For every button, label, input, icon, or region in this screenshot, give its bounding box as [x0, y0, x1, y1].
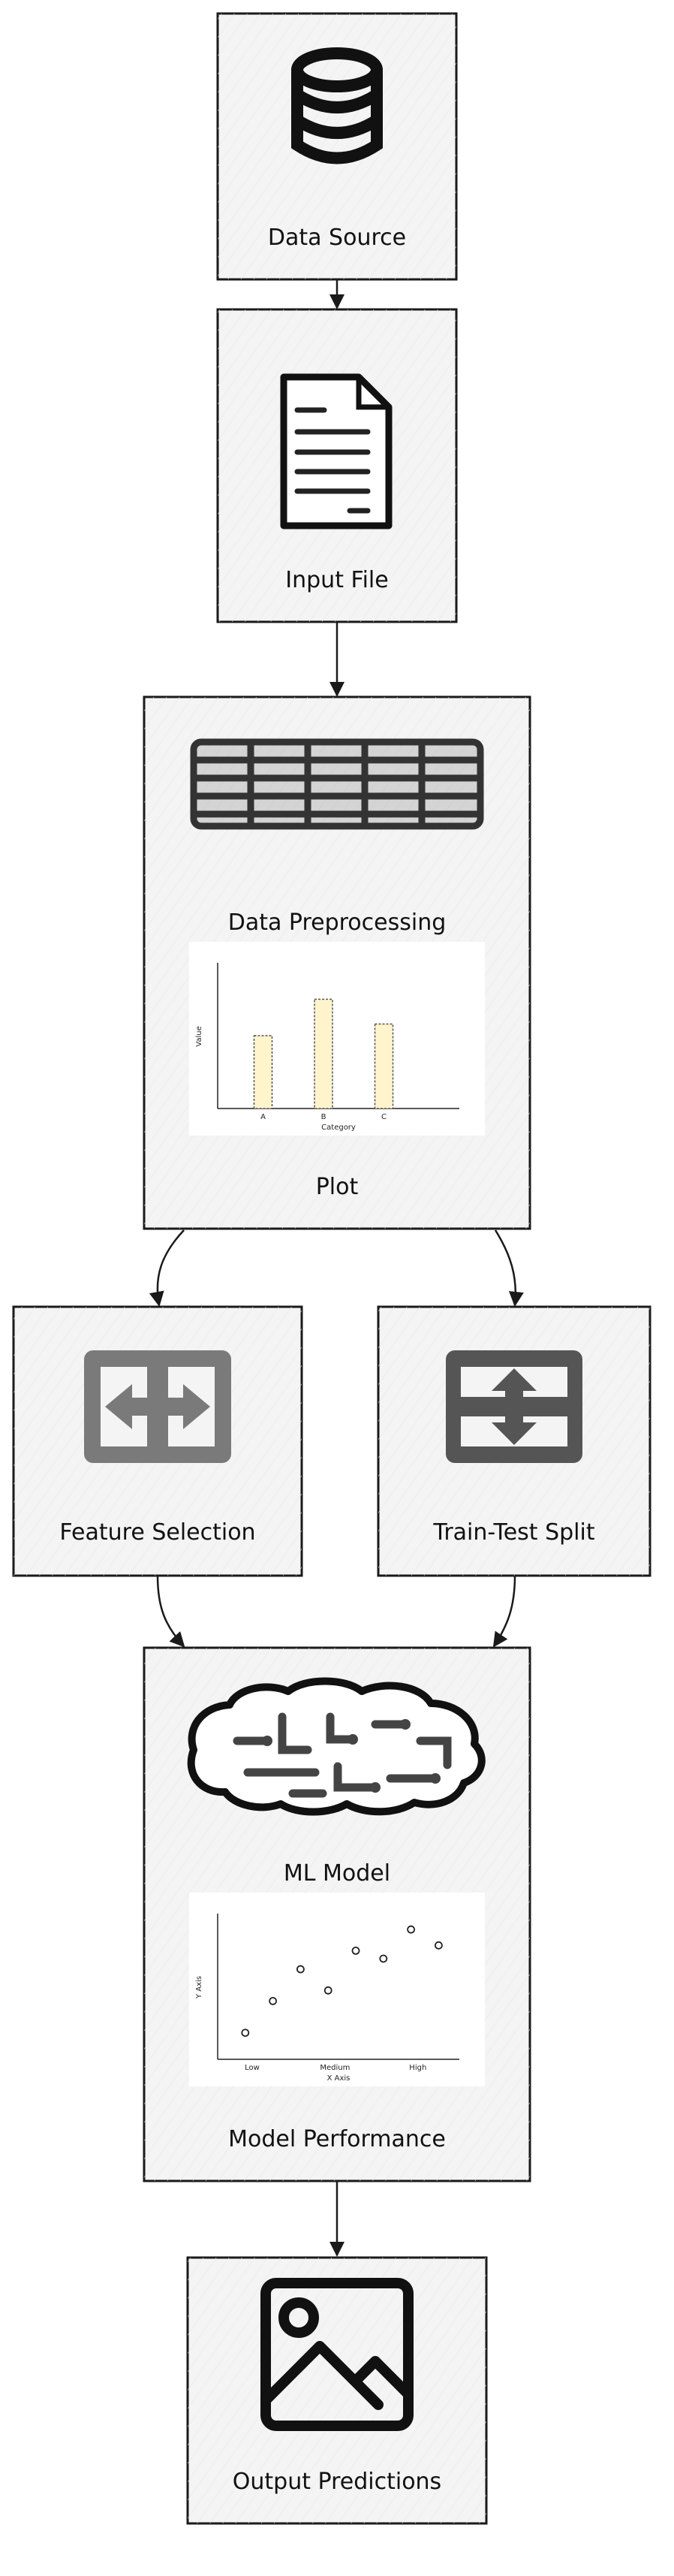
- node-label-ml-model: ML Model: [284, 1860, 390, 1887]
- node-output-predictions[interactable]: Output Predictions: [186, 2256, 488, 2525]
- document-icon: [280, 373, 393, 529]
- edge-feature-to-model: [156, 1575, 185, 1648]
- node-label-feature-selection: Feature Selection: [59, 1519, 255, 1546]
- bar-A: [253, 1035, 273, 1109]
- node-label-data-source: Data Source: [268, 225, 406, 251]
- node-ml-model[interactable]: ML Model Low Medium High Y Axis X Axis Mod…: [143, 1646, 531, 2182]
- edge-preprocessing-to-feature: [149, 1229, 185, 1307]
- scatter-tick-high: High: [409, 2064, 426, 2072]
- scatter-tick-medium: Medium: [320, 2064, 350, 2072]
- node-train-test-split[interactable]: Train-Test Split: [377, 1305, 651, 1577]
- scatter-point-4: [351, 1946, 360, 1955]
- scatter-chart-ylabel: Y Axis: [195, 1976, 203, 1999]
- image-icon: [260, 2278, 414, 2431]
- scatter-tick-low: Low: [245, 2064, 260, 2072]
- scatter-point-0: [241, 2029, 250, 2038]
- bar-chart-ylabel: Value: [195, 1026, 203, 1046]
- bar-chart-xlabel: Category: [321, 1124, 356, 1132]
- bar-tick-A: A: [260, 1113, 266, 1121]
- scatter-point-1: [269, 1996, 278, 2005]
- node-input-file[interactable]: Input File: [216, 308, 458, 623]
- node-label-data-preprocessing: Data Preprocessing: [228, 909, 447, 936]
- edge-preprocessing-to-split: [494, 1229, 524, 1307]
- brain-icon: [187, 1677, 486, 1816]
- node-label-model-performance: Model Performance: [228, 2126, 446, 2152]
- horizontal-arrows-icon: [84, 1350, 231, 1463]
- node-data-preprocessing[interactable]: Data Preprocessing A B C Value Category Pl…: [143, 695, 531, 1230]
- bar-B: [314, 998, 333, 1109]
- scatter-point-3: [323, 1986, 332, 1995]
- bar-tick-C: C: [381, 1113, 387, 1121]
- bar-C: [374, 1023, 394, 1109]
- node-data-source[interactable]: Data Source: [216, 12, 458, 281]
- node-feature-selection[interactable]: Feature Selection: [12, 1305, 303, 1577]
- edge-split-to-model: [492, 1575, 516, 1648]
- node-label-train-test-split: Train-Test Split: [432, 1519, 594, 1546]
- bar-chart: A B C Value Category: [189, 942, 485, 1136]
- database-icon: [291, 47, 383, 164]
- scatter-chart: Low Medium High Y Axis X Axis: [189, 1893, 485, 2086]
- node-label-input-file: Input File: [285, 567, 388, 593]
- scatter-point-5: [379, 1954, 388, 1963]
- scatter-chart-xlabel: X Axis: [327, 2074, 351, 2083]
- scatter-point-7: [435, 1941, 443, 1950]
- scatter-point-6: [407, 1925, 415, 1934]
- vertical-arrows-icon: [446, 1350, 582, 1463]
- scatter-point-2: [296, 1965, 305, 1974]
- node-label-output-predictions: Output Predictions: [233, 2469, 441, 2495]
- node-label-plot: Plot: [316, 1174, 359, 1200]
- bar-tick-B: B: [321, 1113, 326, 1121]
- table-icon: [190, 738, 484, 830]
